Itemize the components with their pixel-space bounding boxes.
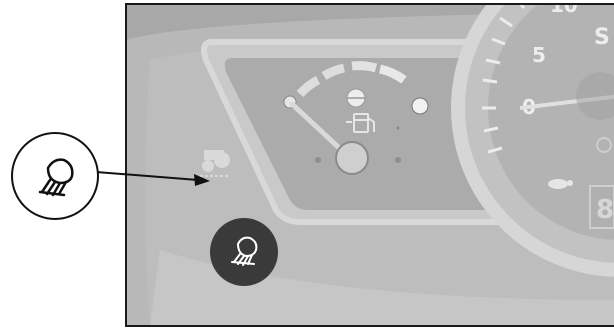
instrument-panel: 10 5 0 S 8 (126, 0, 614, 326)
work-light-indicator (210, 218, 278, 286)
needle-hub (336, 142, 368, 174)
tach-label-10: 10 (550, 0, 578, 17)
coolant-temperature-icon (347, 89, 365, 107)
indicator-circle (210, 218, 278, 286)
digital-display-glyph: 8 (596, 195, 614, 225)
callout-icon-circle (12, 133, 98, 219)
gauge-screw-right (395, 157, 401, 163)
tach-right-text: S (594, 25, 610, 50)
tach-label-5: 5 (532, 43, 546, 67)
gauge-tick (397, 127, 400, 130)
fuel-full-marker (412, 98, 428, 114)
gauge-screw-left (315, 157, 321, 163)
